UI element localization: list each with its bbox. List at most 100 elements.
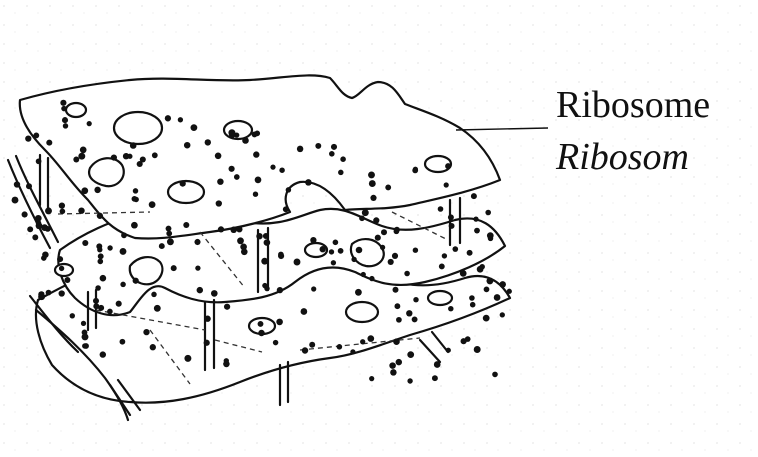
ribosome-dot bbox=[22, 211, 28, 217]
ribosome-dot bbox=[97, 259, 103, 265]
ribosome-dot bbox=[380, 245, 385, 250]
ribosome-dot bbox=[446, 348, 451, 353]
ribosome-dot bbox=[355, 289, 362, 296]
ribosome-dot bbox=[180, 180, 186, 186]
ribosome-dot bbox=[494, 294, 501, 301]
ribosome-dot bbox=[82, 333, 89, 340]
ribosome-dot bbox=[337, 344, 343, 350]
ribosome-dot bbox=[166, 231, 172, 237]
ribosome-dot bbox=[315, 143, 321, 149]
ribosome-dot bbox=[73, 157, 79, 163]
ribosome-dot bbox=[171, 265, 177, 271]
ribosome-dot bbox=[279, 167, 284, 172]
ribosome-dot bbox=[229, 166, 235, 172]
ribosome-dot bbox=[273, 340, 278, 345]
ribosome-dot bbox=[215, 153, 222, 160]
ribosome-dot bbox=[27, 226, 33, 232]
ribosome-dot bbox=[166, 226, 172, 232]
ribosome-dot bbox=[286, 187, 292, 193]
ribosome-dot bbox=[149, 201, 156, 208]
ribosome-dot bbox=[474, 228, 480, 234]
ribosome-dot bbox=[412, 316, 418, 322]
ribosome-dot bbox=[64, 277, 70, 283]
ribosome-dot bbox=[277, 287, 283, 293]
ribosome-dot bbox=[381, 229, 387, 235]
ribosome-dot bbox=[223, 361, 230, 368]
ribosome-dot bbox=[283, 206, 289, 212]
ribosome-dot bbox=[360, 339, 365, 344]
ribosome-dot bbox=[297, 146, 303, 152]
ribosome-dot bbox=[152, 152, 158, 158]
ribosome-dot bbox=[61, 106, 67, 112]
ribosome-dot bbox=[310, 237, 316, 243]
ribosome-dot bbox=[154, 305, 161, 312]
ribosome-dot bbox=[488, 236, 493, 241]
ribosome-dot bbox=[38, 293, 45, 300]
ribosome-dot bbox=[329, 151, 335, 157]
ribosome-dot bbox=[62, 117, 68, 123]
ribosome-dot bbox=[256, 233, 262, 239]
ribosome-dot bbox=[460, 270, 467, 277]
ribosome-dot bbox=[78, 153, 85, 160]
ribosome-dot bbox=[294, 259, 301, 266]
ribosome-dot bbox=[33, 132, 39, 138]
ribosome-dot bbox=[340, 156, 346, 162]
ribosome-dot bbox=[392, 253, 398, 259]
ribosome-dot bbox=[413, 247, 418, 252]
ribosome-dot bbox=[361, 272, 366, 277]
ribosome-dot bbox=[253, 151, 259, 157]
ribosome-dot bbox=[388, 259, 394, 265]
ribosome-dot bbox=[264, 239, 271, 246]
membrane-pore bbox=[428, 291, 452, 305]
ribosome-dot bbox=[369, 276, 374, 281]
ribosome-dot bbox=[41, 224, 48, 231]
ribosome-dot bbox=[412, 167, 418, 173]
ribosome-dot bbox=[121, 232, 127, 238]
ribosome-dot bbox=[394, 303, 400, 309]
ribosome-dot bbox=[432, 375, 438, 381]
ribosome-dot bbox=[329, 249, 334, 254]
ribosome-dot bbox=[241, 248, 248, 255]
ribosome-dot bbox=[230, 227, 237, 234]
ribosome-dot bbox=[60, 100, 66, 106]
ribosome-dot bbox=[234, 174, 240, 180]
ribosome-dot bbox=[375, 235, 381, 241]
ribosome-dot bbox=[217, 178, 223, 184]
membrane-pore bbox=[346, 302, 378, 322]
ribosome-dot bbox=[500, 312, 505, 317]
ribosome-dot bbox=[448, 306, 453, 311]
ribosome-dot bbox=[242, 137, 249, 144]
ribosome-dot bbox=[127, 154, 132, 159]
ribosome-dot bbox=[407, 378, 412, 383]
ribosome-dot bbox=[338, 170, 344, 176]
ribosome-dot bbox=[143, 329, 149, 335]
ribosome-dot bbox=[46, 140, 52, 146]
ribosome-dot bbox=[396, 317, 402, 323]
membrane-pore bbox=[114, 112, 162, 144]
ribosome-dot bbox=[359, 215, 365, 221]
ribosome-dot bbox=[442, 253, 447, 258]
ribosome-dot bbox=[83, 343, 89, 349]
ribosome-dot bbox=[81, 187, 88, 194]
ribosome-dot bbox=[133, 278, 139, 284]
ribosome-dot bbox=[350, 349, 355, 354]
ribosome-dot bbox=[25, 135, 31, 141]
ribosome-dot bbox=[59, 266, 64, 271]
ribosome-dot bbox=[150, 344, 156, 350]
ribosome-dot bbox=[406, 310, 412, 316]
membrane-bite-top bbox=[89, 158, 124, 186]
ribosome-dot bbox=[338, 248, 344, 254]
ribosome-dot bbox=[479, 264, 484, 269]
ribosome-dot bbox=[140, 156, 146, 162]
ribosome-dot bbox=[393, 287, 399, 293]
ribosome-dot bbox=[224, 304, 230, 310]
ribosome-dot bbox=[26, 183, 32, 189]
ribosome-dot bbox=[499, 281, 506, 288]
ribosome-dot bbox=[445, 163, 451, 169]
ribosome-dot bbox=[474, 346, 481, 353]
ribosome-dot bbox=[258, 321, 264, 327]
ribosome-dot bbox=[93, 303, 99, 309]
ribosome-dot bbox=[309, 342, 315, 348]
ribosome-dot bbox=[81, 321, 86, 326]
ribosome-dot bbox=[413, 297, 418, 302]
